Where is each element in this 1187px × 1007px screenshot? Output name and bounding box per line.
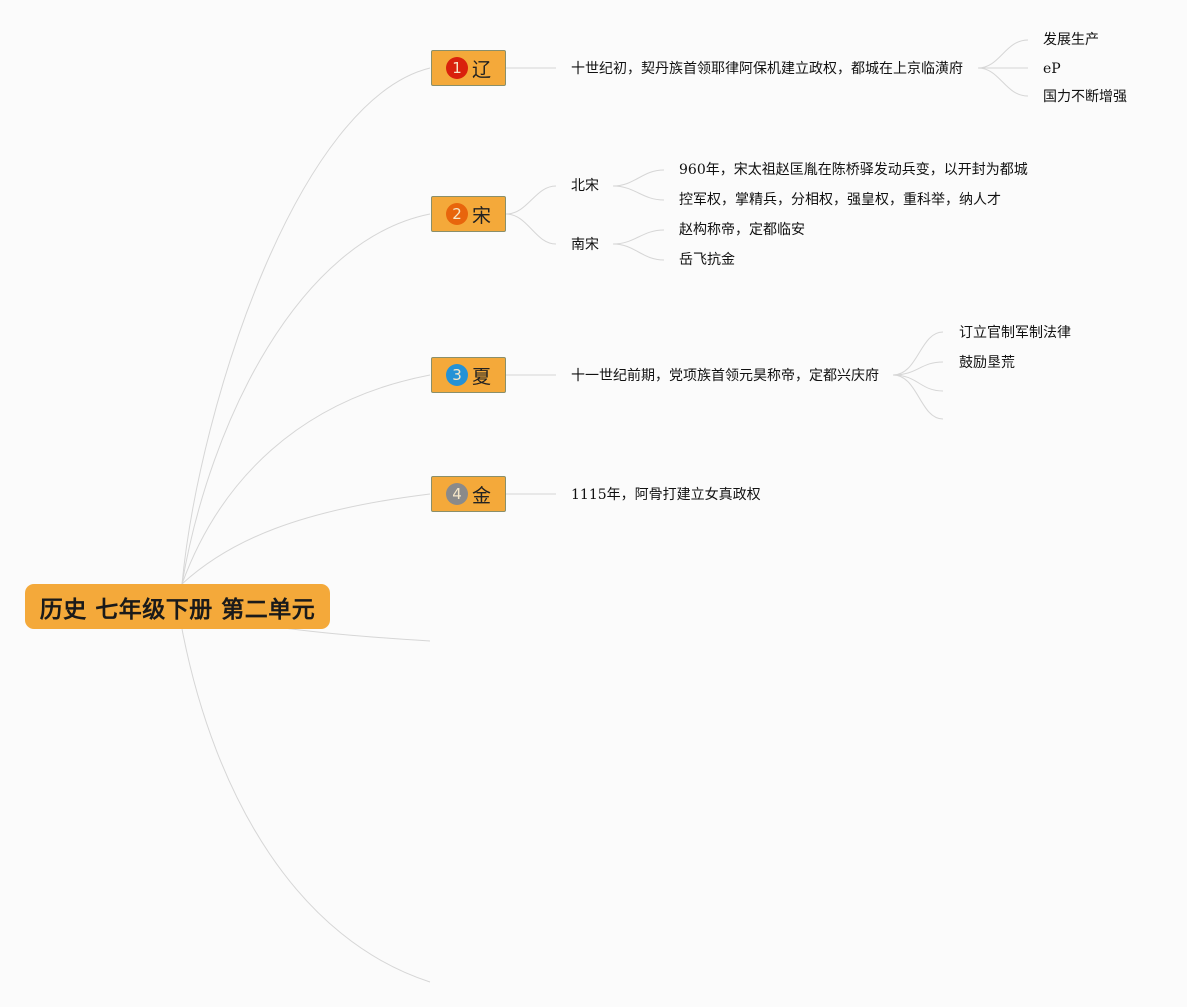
link-xia-leaf-3 <box>892 374 944 392</box>
link-nansong-leaf-2 <box>612 243 665 261</box>
link-song-nansong <box>505 213 557 245</box>
root-topic[interactable]: 历史 七年级下册 第二单元 <box>25 584 330 629</box>
topic-xia-founding[interactable]: 十一世纪前期，党项族首领元昊称帝，定都兴庆府 <box>571 368 879 384</box>
link-root-song <box>181 213 431 585</box>
number-badge-3: 3 <box>445 364 468 386</box>
link-song-beisong <box>505 185 557 215</box>
link-root-empty-2 <box>181 628 431 983</box>
link-xia-leaf-4 <box>892 374 944 420</box>
leaf-nansong-2[interactable]: 岳飞抗金 <box>679 252 735 268</box>
leaf-beisong-1[interactable]: 960年，宋太祖赵匡胤在陈桥驿发动兵变，以开封为都城 <box>679 162 1028 178</box>
topic-liao-founding[interactable]: 十世纪初，契丹族首领耶律阿保机建立政权，都城在上京临潢府 <box>571 61 963 77</box>
leaf-nansong-1[interactable]: 赵构称帝，定都临安 <box>679 222 805 238</box>
link-root-xia <box>181 374 431 585</box>
branch-jin-label: 金 <box>471 484 491 507</box>
link-liao-leaf-1 <box>977 39 1029 69</box>
branch-xia[interactable]: 3 夏 <box>431 357 506 393</box>
topic-nansong[interactable]: 南宋 <box>571 237 599 253</box>
branch-song[interactable]: 2 宋 <box>431 196 506 232</box>
leaf-liao-2[interactable]: eP <box>1043 61 1061 77</box>
leaf-beisong-2[interactable]: 控军权，掌精兵，分相权，强皇权，重科举，纳人才 <box>679 192 1001 208</box>
leaf-liao-1[interactable]: 发展生产 <box>1043 32 1099 48</box>
link-root-liao <box>181 67 431 585</box>
number-badge-4: 4 <box>445 483 468 505</box>
link-root-jin <box>181 493 431 585</box>
link-liao-leaf-3 <box>977 67 1029 97</box>
topic-beisong[interactable]: 北宋 <box>571 178 599 194</box>
branch-jin[interactable]: 4 金 <box>431 476 506 512</box>
number-badge-1: 1 <box>445 57 468 79</box>
branch-xia-label: 夏 <box>471 365 491 388</box>
link-nansong-leaf-1 <box>612 229 665 245</box>
link-beisong-leaf-1 <box>612 169 665 187</box>
leaf-liao-3[interactable]: 国力不断增强 <box>1043 89 1127 105</box>
root-topic-label: 历史 七年级下册 第二单元 <box>39 596 316 623</box>
link-xia-leaf-1 <box>892 331 944 376</box>
link-xia-leaf-2 <box>892 361 944 376</box>
branch-song-label: 宋 <box>471 204 491 227</box>
number-badge-2: 2 <box>445 203 468 225</box>
branch-liao-label: 辽 <box>471 58 491 81</box>
leaf-xia-1[interactable]: 订立官制军制法律 <box>959 325 1071 341</box>
link-beisong-leaf-2 <box>612 185 665 201</box>
branch-liao[interactable]: 1 辽 <box>431 50 506 86</box>
leaf-xia-2[interactable]: 鼓励垦荒 <box>959 355 1015 371</box>
topic-jin-founding[interactable]: 1115年，阿骨打建立女真政权 <box>571 487 761 503</box>
